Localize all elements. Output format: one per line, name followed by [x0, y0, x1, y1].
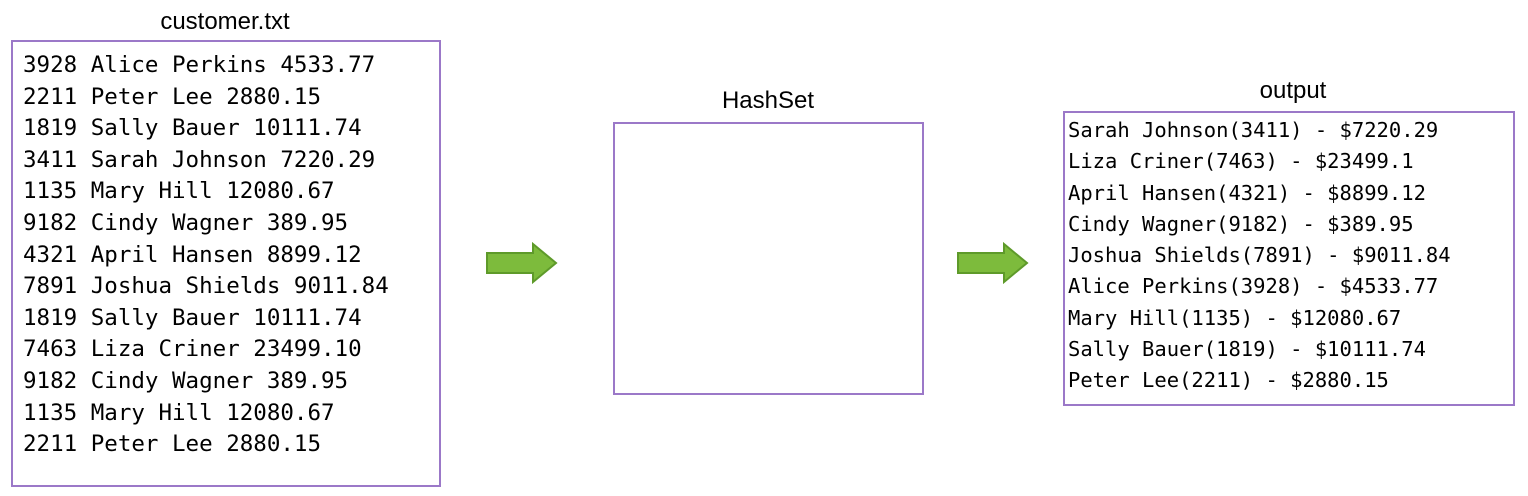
file-line: 1819 Sally Bauer 10111.74	[23, 304, 362, 331]
output-line: Alice Perkins(3928) - $4533.77	[1068, 274, 1439, 299]
output-line: Liza Criner(7463) - $23499.1	[1068, 149, 1414, 174]
output-line: Joshua Shields(7891) - $9011.84	[1068, 243, 1451, 268]
right-arrow-icon	[486, 242, 558, 284]
output-line: Sarah Johnson(3411) - $7220.29	[1068, 118, 1439, 142]
file-line: 7891 Joshua Shields 9011.84	[23, 273, 389, 300]
file-line: 1135 Mary Hill 12080.67	[23, 399, 335, 426]
file-panel-title: customer.txt	[160, 8, 290, 35]
hashset-box	[613, 122, 924, 395]
output-line: Sally Bauer(1819) - $10111.74	[1068, 337, 1426, 362]
right-arrow-icon	[957, 242, 1029, 284]
file-line: 3928 Alice Perkins 4533.77	[23, 52, 376, 78]
file-line: 2211 Peter Lee 2880.15	[23, 83, 322, 110]
output-panel-title: output	[1259, 77, 1327, 104]
file-line: 4321 April Hansen 8899.12	[23, 241, 362, 268]
file-line: 9182 Cindy Wagner 389.95	[23, 209, 349, 236]
file-line: 2211 Peter Lee 2880.15	[23, 431, 322, 458]
file-panel: 3928 Alice Perkins 4533.77 2211 Peter Lee…	[11, 40, 441, 487]
output-line: April Hansen(4321) - $8899.12	[1068, 180, 1426, 205]
file-line: 1819 Sally Bauer 10111.74	[23, 115, 362, 142]
file-line: 9182 Cindy Wagner 389.95	[23, 367, 349, 394]
output-line: Peter Lee(2211) - $2880.15	[1068, 368, 1389, 393]
output-line: Mary Hill(1135) - $12080.67	[1068, 305, 1402, 330]
hashset-title: HashSet	[721, 87, 815, 114]
file-line: 1135 Mary Hill 12080.67	[23, 178, 335, 205]
file-lines-list: 3928 Alice Perkins 4533.77 2211 Peter Lee…	[23, 50, 389, 461]
file-line: 3411 Sarah Johnson 7220.29	[23, 146, 376, 173]
file-line: 7463 Liza Criner 23499.10	[23, 336, 362, 363]
output-line: Cindy Wagner(9182) - $389.95	[1068, 211, 1414, 236]
